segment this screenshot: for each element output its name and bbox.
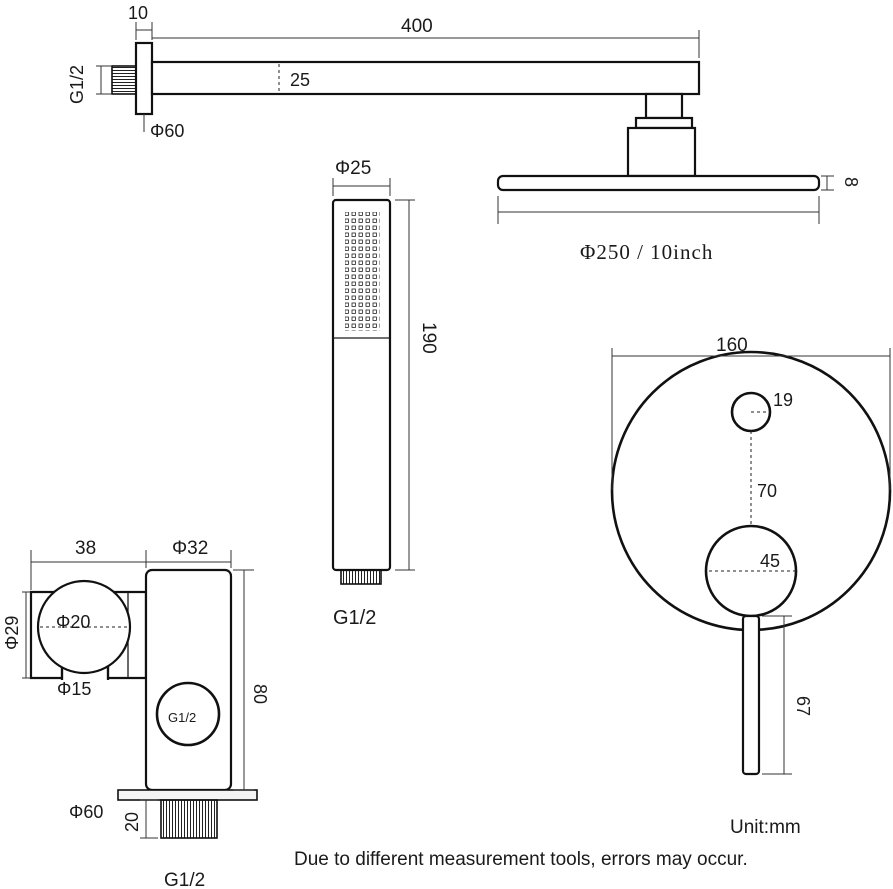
- valve-spacing-label: 70: [757, 481, 777, 501]
- holder-width-label: 38: [75, 538, 96, 559]
- wall-outlet-body: [144, 568, 233, 792]
- holder-slot-label: Φ15: [57, 679, 91, 699]
- hand-shower-nozzles: [345, 212, 380, 331]
- outlet-width-label: Φ32: [172, 538, 208, 559]
- arm-height-label: 25: [290, 70, 310, 90]
- outlet-height-label: 80: [250, 684, 270, 704]
- wall-outlet-thread: [160, 799, 218, 839]
- shower-arm: 10 400 G1/2 25 Φ60 8 Φ250 / 10inch: [67, 3, 861, 264]
- hand-shower-dia-label: Φ25: [335, 158, 371, 179]
- holder-and-outlet: 38 Φ32 Φ29 Φ20 Φ15 G1/2 80 Φ60 20 G1/2: [2, 538, 270, 889]
- valve-knob-dia-label: 19: [773, 390, 793, 410]
- hand-shower: Φ25 190 G1/2: [331, 158, 439, 629]
- holder-height-label: Φ29: [2, 616, 22, 650]
- outlet-thread-label: G1/2: [164, 870, 205, 889]
- valve-lever-handle: [741, 614, 761, 776]
- holder-inner-dia-label: Φ20: [56, 612, 90, 632]
- arm-pipe: [150, 60, 701, 96]
- hand-shower-length-label: 190: [418, 322, 439, 354]
- head-thickness-label: 8: [841, 177, 861, 187]
- hand-shower-thread: [340, 569, 382, 585]
- head-diameter-label: Φ250 / 10inch: [580, 240, 713, 264]
- outlet-flange-dia-label: Φ60: [69, 802, 103, 822]
- wall-outlet-port: [155, 681, 221, 747]
- valve-handle-length-label: 67: [793, 696, 813, 716]
- arm-thread-stub: [111, 65, 137, 95]
- valve-plate-dia-label: 160: [716, 335, 748, 356]
- mixer-valve: 160 19 70 45 67: [610, 335, 892, 776]
- outlet-thread-length-label: 20: [122, 812, 142, 832]
- arm-length-label: 400: [401, 16, 433, 37]
- hand-shower-thread-label: G1/2: [333, 607, 376, 629]
- arm-flange-dia-label: Φ60: [150, 121, 184, 141]
- rain-head-plate: [496, 174, 821, 192]
- valve-hub-dia-label: 45: [760, 551, 780, 571]
- arm-flange-thickness-label: 10: [128, 3, 148, 23]
- disclaimer-note: Due to different measurement tools, erro…: [294, 849, 748, 870]
- unit-note: Unit:mm: [730, 817, 801, 838]
- arm-thread-label: G1/2: [67, 65, 87, 104]
- outlet-port-thread-label: G1/2: [168, 710, 196, 725]
- arm-flange: [134, 41, 154, 116]
- wall-outlet-flange: [117, 789, 258, 801]
